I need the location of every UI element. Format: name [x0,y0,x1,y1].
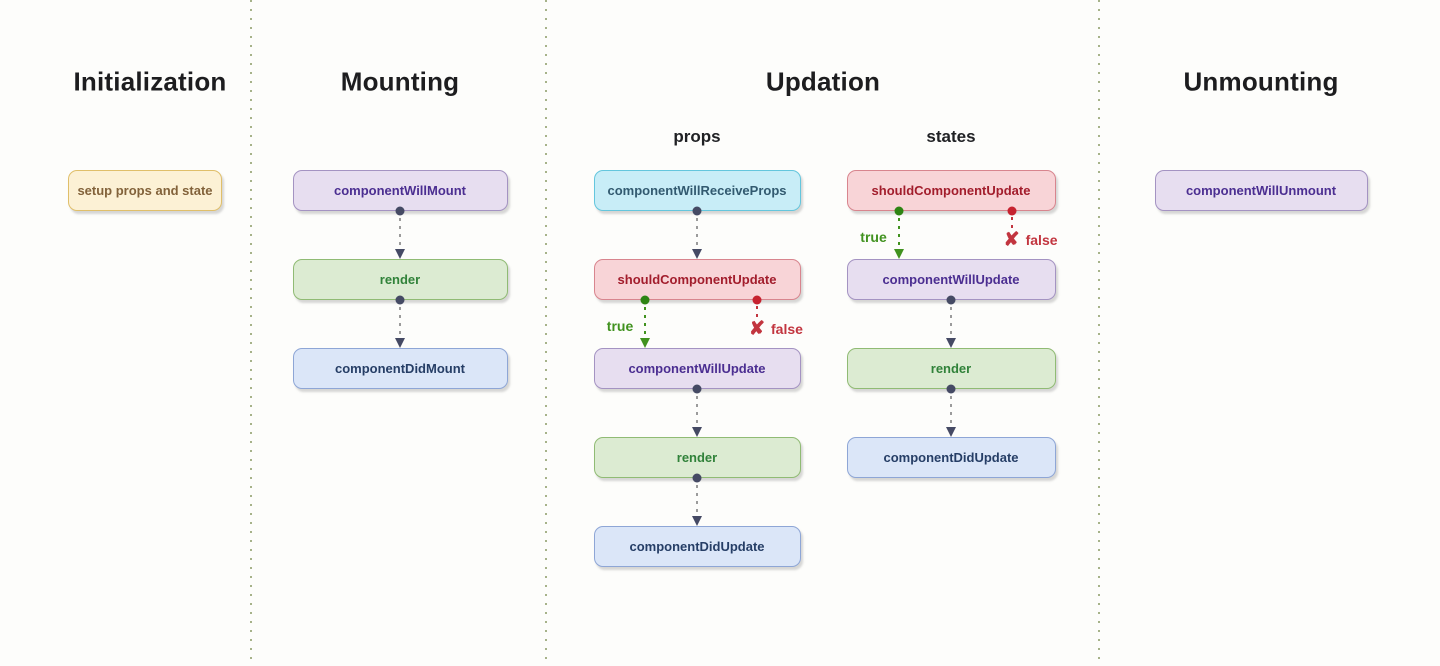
node-componentDidUpdate: componentDidUpdate [593,526,801,567]
arrowhead-down-icon [692,516,702,526]
column-heading-mounting: Mounting [340,66,460,97]
false-label: false [1025,232,1058,248]
flow-dashed-line [950,396,952,425]
false-dashed-line [1010,217,1013,231]
node-label: componentWillMount [333,183,467,198]
true-arrowhead-icon [893,249,904,259]
arrowhead-down-icon [395,249,405,259]
true-label: true [606,318,634,334]
node-label: render [676,450,718,465]
column-heading-initialization: Initialization [73,66,227,97]
node-label: componentDidMount [335,361,465,376]
node-componentWillReceiveProps: componentWillReceiveProps [593,170,801,211]
flow-origin-dot [395,206,405,216]
flow-origin-dot [692,473,702,483]
group-subheading-props: props [673,127,721,146]
true-origin-dot [640,295,650,305]
node-label: componentWillUpdate [882,272,1020,287]
node-render: render [846,348,1056,389]
flow-dashed-line [696,485,698,514]
flow-origin-dot [692,206,702,216]
column-separator [545,0,547,666]
arrowhead-down-icon [692,427,702,437]
true-dashed-line [897,218,900,247]
node-componentDidMount: componentDidMount [292,348,508,389]
node-componentWillMount: componentWillMount [292,170,508,211]
arrowhead-down-icon [692,249,702,259]
false-label: false [771,321,803,337]
column-heading-unmounting: Unmounting [1183,66,1339,97]
false-cross-icon: ✘ [1003,229,1020,251]
node-render: render [593,437,801,478]
node-label: render [379,272,421,287]
flow-dashed-line [399,218,401,247]
node-label: componentWillUpdate [628,361,766,376]
node-render: render [292,259,508,300]
node-componentDidUpdate: componentDidUpdate [846,437,1056,478]
arrowhead-down-icon [946,427,956,437]
false-cross-icon: ✘ [749,318,765,340]
false-origin-dot [752,295,762,305]
column-separator [1098,0,1100,666]
false-dashed-line [756,306,759,320]
node-componentWillUnmount: componentWillUnmount [1154,170,1368,211]
node-shouldComponentUpdate: shouldComponentUpdate [593,259,801,300]
true-dashed-line [644,307,647,336]
column-separator [250,0,252,666]
column-heading-updation: Updation [765,66,881,97]
node-label: setup props and state [77,183,213,198]
true-origin-dot [894,206,904,216]
node-label: shouldComponentUpdate [617,272,777,287]
node-componentWillUpdate: componentWillUpdate [593,348,801,389]
flow-origin-dot [946,295,956,305]
flow-dashed-line [950,307,952,336]
node-shouldComponentUpdate: shouldComponentUpdate [846,170,1056,211]
node-label: render [930,361,972,376]
false-origin-dot [1007,206,1017,216]
flow-origin-dot [946,384,956,394]
flow-dashed-line [399,307,401,336]
node-label: componentDidUpdate [883,450,1019,465]
flow-dashed-line [696,396,698,425]
node-componentWillUpdate: componentWillUpdate [846,259,1056,300]
node-label: componentDidUpdate [629,539,765,554]
node-label: shouldComponentUpdate [871,183,1031,198]
flow-origin-dot [692,384,702,394]
arrowhead-down-icon [395,338,405,348]
flow-dashed-line [696,218,698,247]
true-label: true [860,229,887,245]
arrowhead-down-icon [946,338,956,348]
node-setup-props-and-state: setup props and state [68,170,222,211]
node-label: componentWillReceiveProps [607,183,787,198]
node-label: componentWillUnmount [1185,183,1337,198]
true-arrowhead-icon [640,338,651,348]
flow-origin-dot [395,295,405,305]
group-subheading-states: states [926,127,976,146]
